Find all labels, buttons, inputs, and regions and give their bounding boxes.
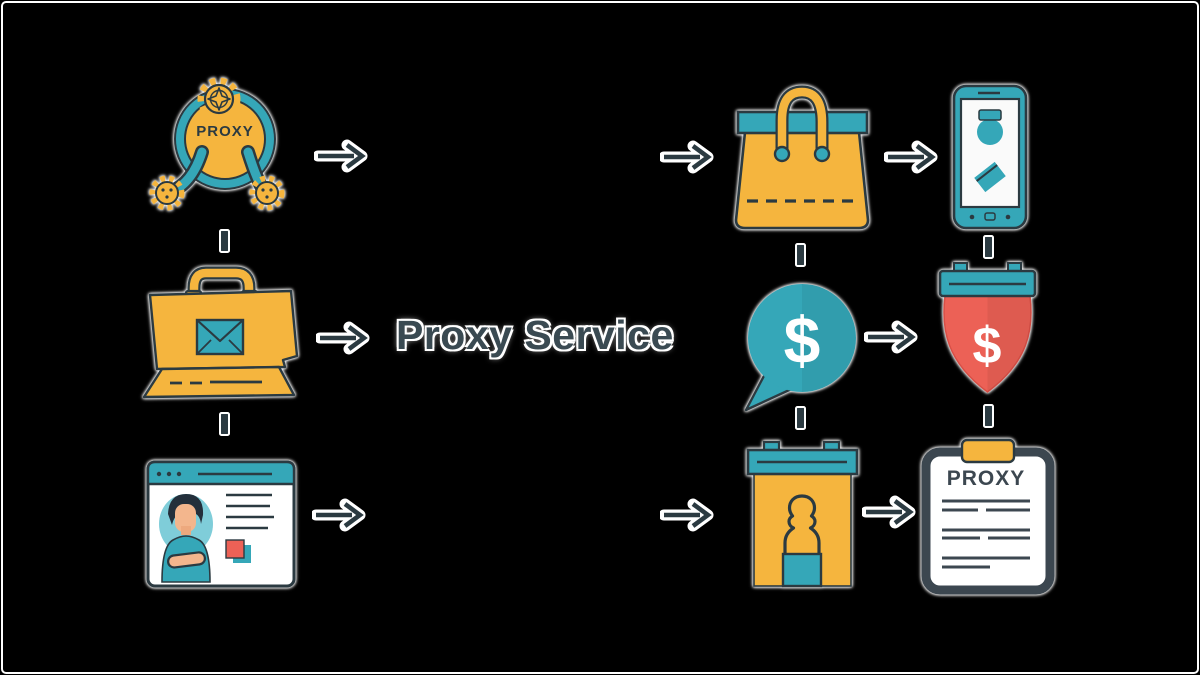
user-profile-browser-icon [146, 460, 296, 588]
gear-icon [249, 175, 285, 211]
shopping-bag-icon [734, 85, 870, 230]
arrow-right-icon [864, 320, 918, 354]
dashed-connector [219, 412, 230, 436]
person-silhouette-icon [781, 494, 823, 588]
page-title: Proxy Service [396, 312, 674, 358]
arrow-right-icon [862, 495, 916, 529]
user-verification-frame-icon [746, 440, 859, 588]
gear-icon [149, 175, 185, 211]
arrow-right-icon [884, 140, 938, 174]
dashed-connector [983, 404, 994, 428]
money-shield-icon: $ [938, 262, 1037, 393]
shield-badge-icon [977, 109, 1003, 145]
envelope-icon [195, 318, 245, 356]
dollar-quote-bubble-icon: $ [744, 284, 856, 412]
arrow-right-icon [660, 140, 714, 174]
dashed-connector [795, 406, 806, 430]
arrow-right-icon [312, 498, 366, 532]
dollar-sign: $ [784, 303, 821, 377]
arrow-right-icon [316, 321, 370, 355]
image-placeholder-icon [225, 539, 251, 563]
proxy-hub-label: PROXY [196, 123, 254, 140]
gear-icon [197, 77, 241, 121]
arrow-right-icon [660, 498, 714, 532]
avatar [159, 494, 213, 583]
dashed-connector [219, 229, 230, 253]
dashed-connector [983, 235, 994, 259]
clipboard-title: PROXY [947, 467, 1026, 490]
dashed-connector [795, 243, 806, 267]
shopping-bag-mail-icon [142, 266, 299, 399]
dollar-sign: $ [973, 317, 1002, 375]
tag-icon [974, 161, 1006, 193]
proxy-network-icon: PROXY [149, 77, 285, 211]
proxy-document-clipboard-icon: PROXY [921, 438, 1055, 595]
secure-smartphone-icon [952, 84, 1028, 230]
arrow-right-icon [314, 139, 368, 173]
